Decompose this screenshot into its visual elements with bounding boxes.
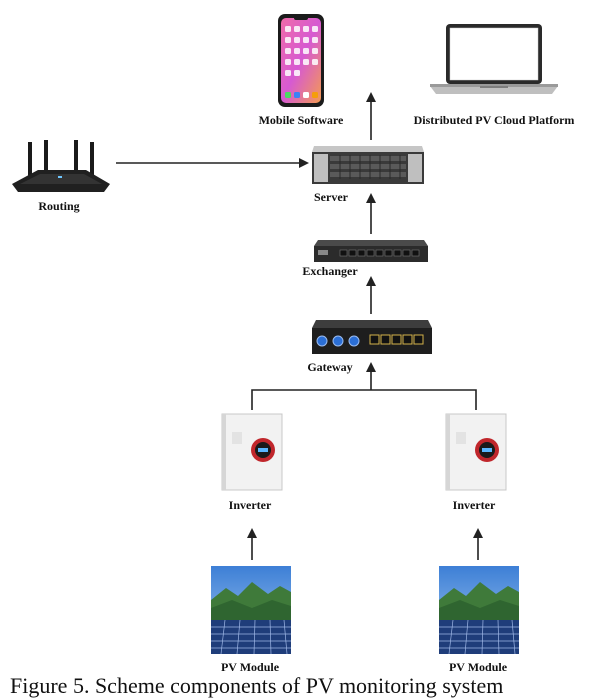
inverter-icon — [445, 413, 507, 491]
solar-panel-photo — [439, 566, 519, 655]
rack-server-icon — [312, 146, 424, 184]
network-switch-icon — [314, 240, 428, 262]
smartphone-icon — [278, 14, 324, 107]
cloud-platform-label: Distributed PV Cloud Platform — [414, 113, 575, 127]
gateway-device-icon — [312, 320, 432, 354]
pv-module-right-label: PV Module — [449, 660, 508, 674]
mobile-software-label: Mobile Software — [259, 113, 344, 127]
gateway-label: Gateway — [307, 360, 352, 374]
routing-label: Routing — [38, 199, 79, 213]
solar-panel-photo — [211, 566, 291, 655]
inverter-right-label: Inverter — [453, 498, 496, 512]
edge-inverter-left-to-gateway — [251, 389, 371, 410]
inverter-icon — [221, 413, 283, 491]
edge-inverter-right-to-gateway — [371, 389, 477, 410]
inverter-left-label: Inverter — [229, 498, 272, 512]
figure-caption: Figure 5. Scheme components of PV monito… — [10, 673, 504, 698]
exchanger-label: Exchanger — [302, 264, 358, 278]
server-label: Server — [314, 190, 349, 204]
laptop-icon — [430, 24, 558, 94]
pv-module-left-label: PV Module — [221, 660, 280, 674]
wifi-router-icon — [12, 140, 110, 192]
